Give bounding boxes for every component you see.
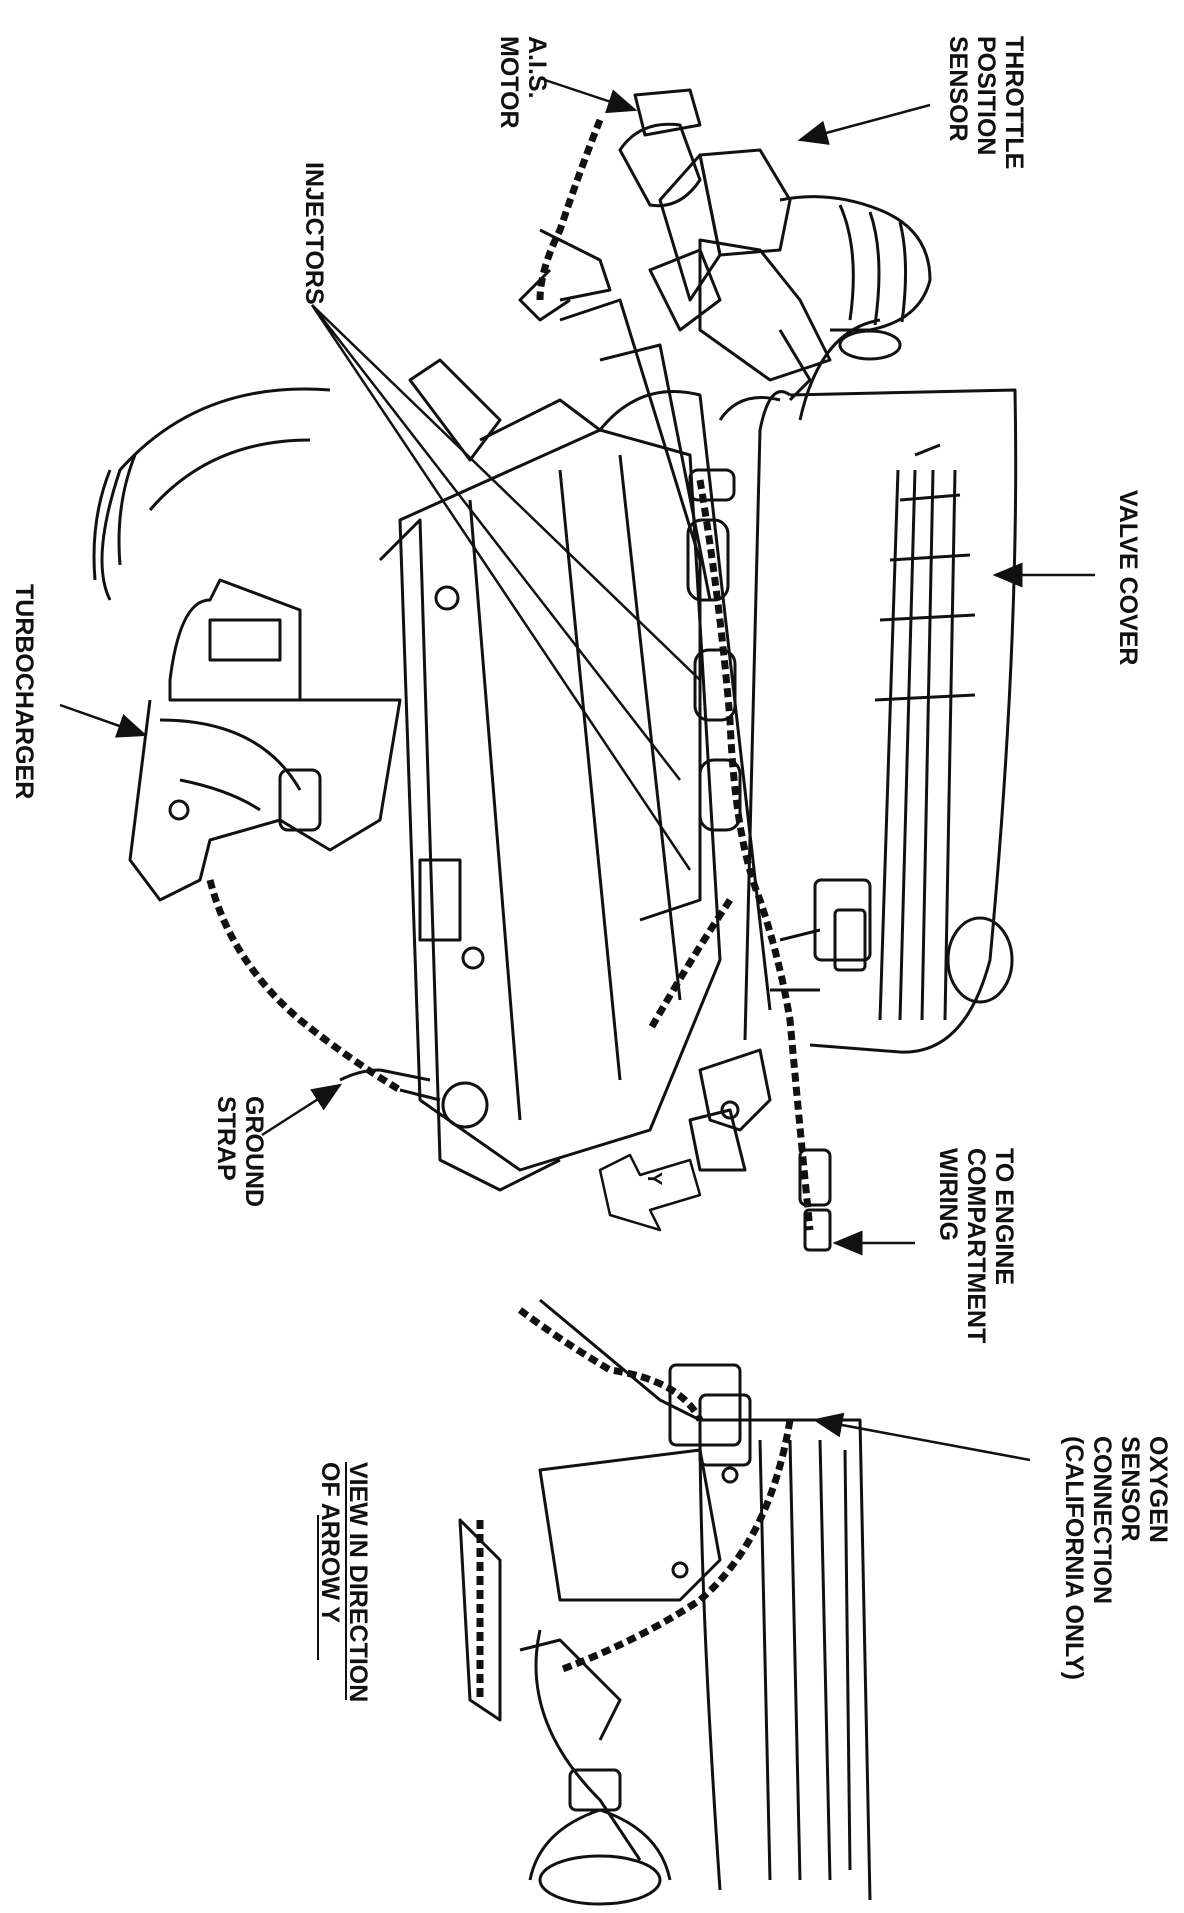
intake-manifold-drawing [378, 358, 781, 1192]
svg-text:Y: Y [643, 1172, 665, 1186]
ground-leader [261, 1083, 343, 1137]
label-engine-compartment-wiring: TO ENGINE COMPARTMENT WIRING [934, 1148, 1018, 1343]
injector-leader-3 [310, 304, 692, 871]
svg-text:COMPARTMENT: COMPARTMENT [962, 1148, 990, 1343]
svg-text:(CALIFORNIA ONLY): (CALIFORNIA ONLY) [1060, 1436, 1088, 1680]
valve-cover-drawing [743, 318, 1018, 1054]
ais-motor-drawing [518, 88, 702, 322]
svg-text:VALVE COVER: VALVE COVER [1114, 490, 1142, 666]
label-valve-cover: VALVE COVER [1114, 490, 1142, 666]
turbocharger-drawing [92, 387, 402, 902]
svg-text:A.I.S.: A.I.S. [523, 36, 551, 99]
label-turbocharger: TURBOCHARGER [10, 584, 38, 799]
label-ground-strap: GROUND STRAP [212, 1096, 268, 1207]
svg-text:MOTOR: MOTOR [495, 36, 523, 129]
ground-strap-drawing [339, 1068, 489, 1129]
injector-leader-2 [311, 304, 681, 781]
svg-text:CONNECTION: CONNECTION [1088, 1436, 1116, 1604]
label-throttle-position-sensor: THROTTLE POSITION SENSOR [944, 36, 1028, 169]
arrow-y-indicator [598, 1153, 702, 1232]
injector-rail-drawing [559, 298, 742, 922]
throttle-leader [797, 103, 931, 145]
bracket-drawing [688, 1048, 772, 1172]
harness-connectors-drawing [770, 878, 872, 1252]
svg-text:POSITION: POSITION [972, 36, 1000, 155]
leader-lines [59, 78, 1095, 1462]
wire-harness-drawing [206, 118, 814, 1231]
svg-text:TO ENGINE: TO ENGINE [990, 1148, 1018, 1285]
svg-text:SENSOR: SENSOR [944, 36, 972, 142]
svg-text:INJECTORS: INJECTORS [300, 162, 328, 305]
oxygen-leader [812, 1412, 1031, 1462]
svg-text:THROTTLE: THROTTLE [1000, 36, 1028, 169]
label-arrow-y: Y [643, 1172, 665, 1186]
svg-text:WIRING: WIRING [934, 1148, 962, 1241]
engine-illustration [92, 88, 1018, 1252]
label-ais-motor: A.I.S. MOTOR [495, 36, 551, 129]
svg-text:TURBOCHARGER: TURBOCHARGER [10, 584, 38, 799]
turbo-leader [59, 703, 148, 738]
ais-leader [544, 78, 638, 114]
injector-leader-1 [311, 304, 701, 681]
svg-text:GROUND: GROUND [240, 1096, 268, 1207]
svg-text:SENSOR: SENSOR [1116, 1436, 1144, 1542]
svg-text:OF ARROW Y: OF ARROW Y [316, 1462, 344, 1623]
svg-text:STRAP: STRAP [212, 1096, 240, 1181]
label-injectors: INJECTORS [300, 162, 328, 305]
svg-text:VIEW IN DIRECTION: VIEW IN DIRECTION [344, 1462, 372, 1702]
label-view-direction: VIEW IN DIRECTION OF ARROW Y [316, 1462, 372, 1702]
svg-text:OXYGEN: OXYGEN [1144, 1436, 1172, 1543]
detail-view-illustration [458, 1298, 872, 1906]
throttle-body-drawing [648, 148, 932, 402]
label-oxygen-sensor-connection: OXYGEN SENSOR CONNECTION (CALIFORNIA ONL… [1060, 1436, 1172, 1680]
